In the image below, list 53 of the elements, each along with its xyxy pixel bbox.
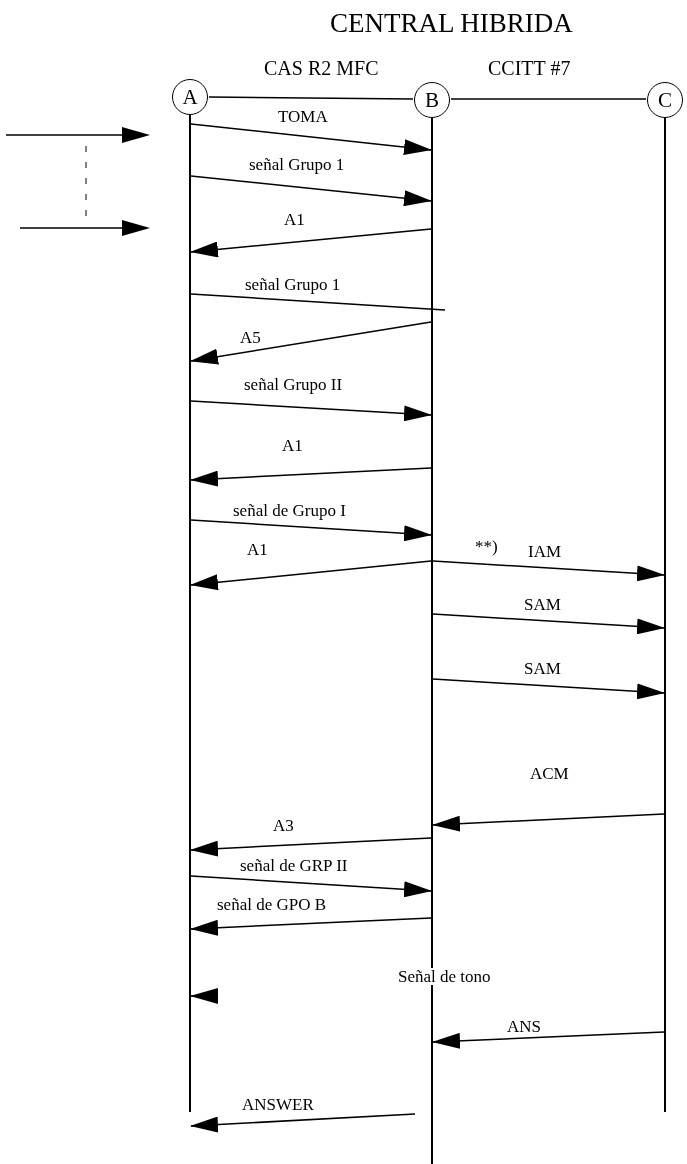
message-arrow (190, 467, 432, 487)
connector-line (450, 98, 647, 100)
edge-label: señal de Grupo I (233, 502, 346, 519)
footnote-mark: **) (475, 538, 498, 555)
edge-label: señal de GPO B (217, 896, 327, 913)
participant-circle (647, 82, 683, 118)
edge-label: señal Grupo II (244, 376, 343, 393)
message-arrow (432, 1031, 665, 1049)
edge-label: CCITT #7 (488, 58, 571, 78)
message-arrow (432, 613, 665, 635)
message-line (190, 293, 446, 311)
message-arrow (190, 228, 432, 258)
message-arrow (190, 321, 432, 365)
participant-circle (172, 79, 208, 115)
edge-label: ACM (530, 765, 569, 782)
edge-label: señal Grupo 1 (245, 276, 341, 293)
edge-label: señal de GRP II (240, 857, 348, 874)
lifeline (189, 115, 191, 1112)
participant-letter: A (182, 84, 198, 110)
message-arrow (432, 560, 665, 582)
edge-label: A5 (240, 329, 261, 346)
edge-label: IAM (528, 543, 562, 560)
note-text: Señal de tono (398, 968, 491, 985)
message-arrow (190, 123, 432, 156)
edge-label: SAM (524, 596, 561, 613)
message-arrow (432, 678, 665, 700)
edge-label: A1 (282, 437, 303, 454)
edge-label: TOMA (278, 108, 328, 125)
edge-label: SAM (524, 660, 561, 677)
edge-label: ANSWER (242, 1096, 314, 1113)
message-arrow (190, 837, 432, 857)
message-arrow (190, 519, 432, 542)
message-arrow (190, 875, 432, 898)
edge-label: ANS (507, 1018, 541, 1035)
edge-label: A1 (247, 541, 268, 558)
message-arrow (190, 1113, 416, 1133)
message-arrow (190, 400, 432, 422)
edge-label: A3 (273, 817, 294, 834)
message-arrow (432, 813, 665, 832)
participant-letter: B (425, 87, 439, 113)
connector-line (208, 96, 414, 100)
participant-letter: C (658, 87, 672, 113)
message-arrow (190, 560, 432, 591)
lifeline (431, 118, 433, 1164)
edge-label: CAS R2 MFC (264, 58, 379, 78)
diagram-title: CENTRAL HIBRIDA (330, 8, 573, 39)
message-arrow (190, 175, 432, 207)
edge-label: A1 (284, 211, 305, 228)
edge-label: señal Grupo 1 (249, 156, 345, 173)
message-arrow (190, 917, 432, 936)
participant-circle (414, 82, 450, 118)
message-arrow (190, 988, 218, 1004)
lifeline (664, 118, 666, 1112)
